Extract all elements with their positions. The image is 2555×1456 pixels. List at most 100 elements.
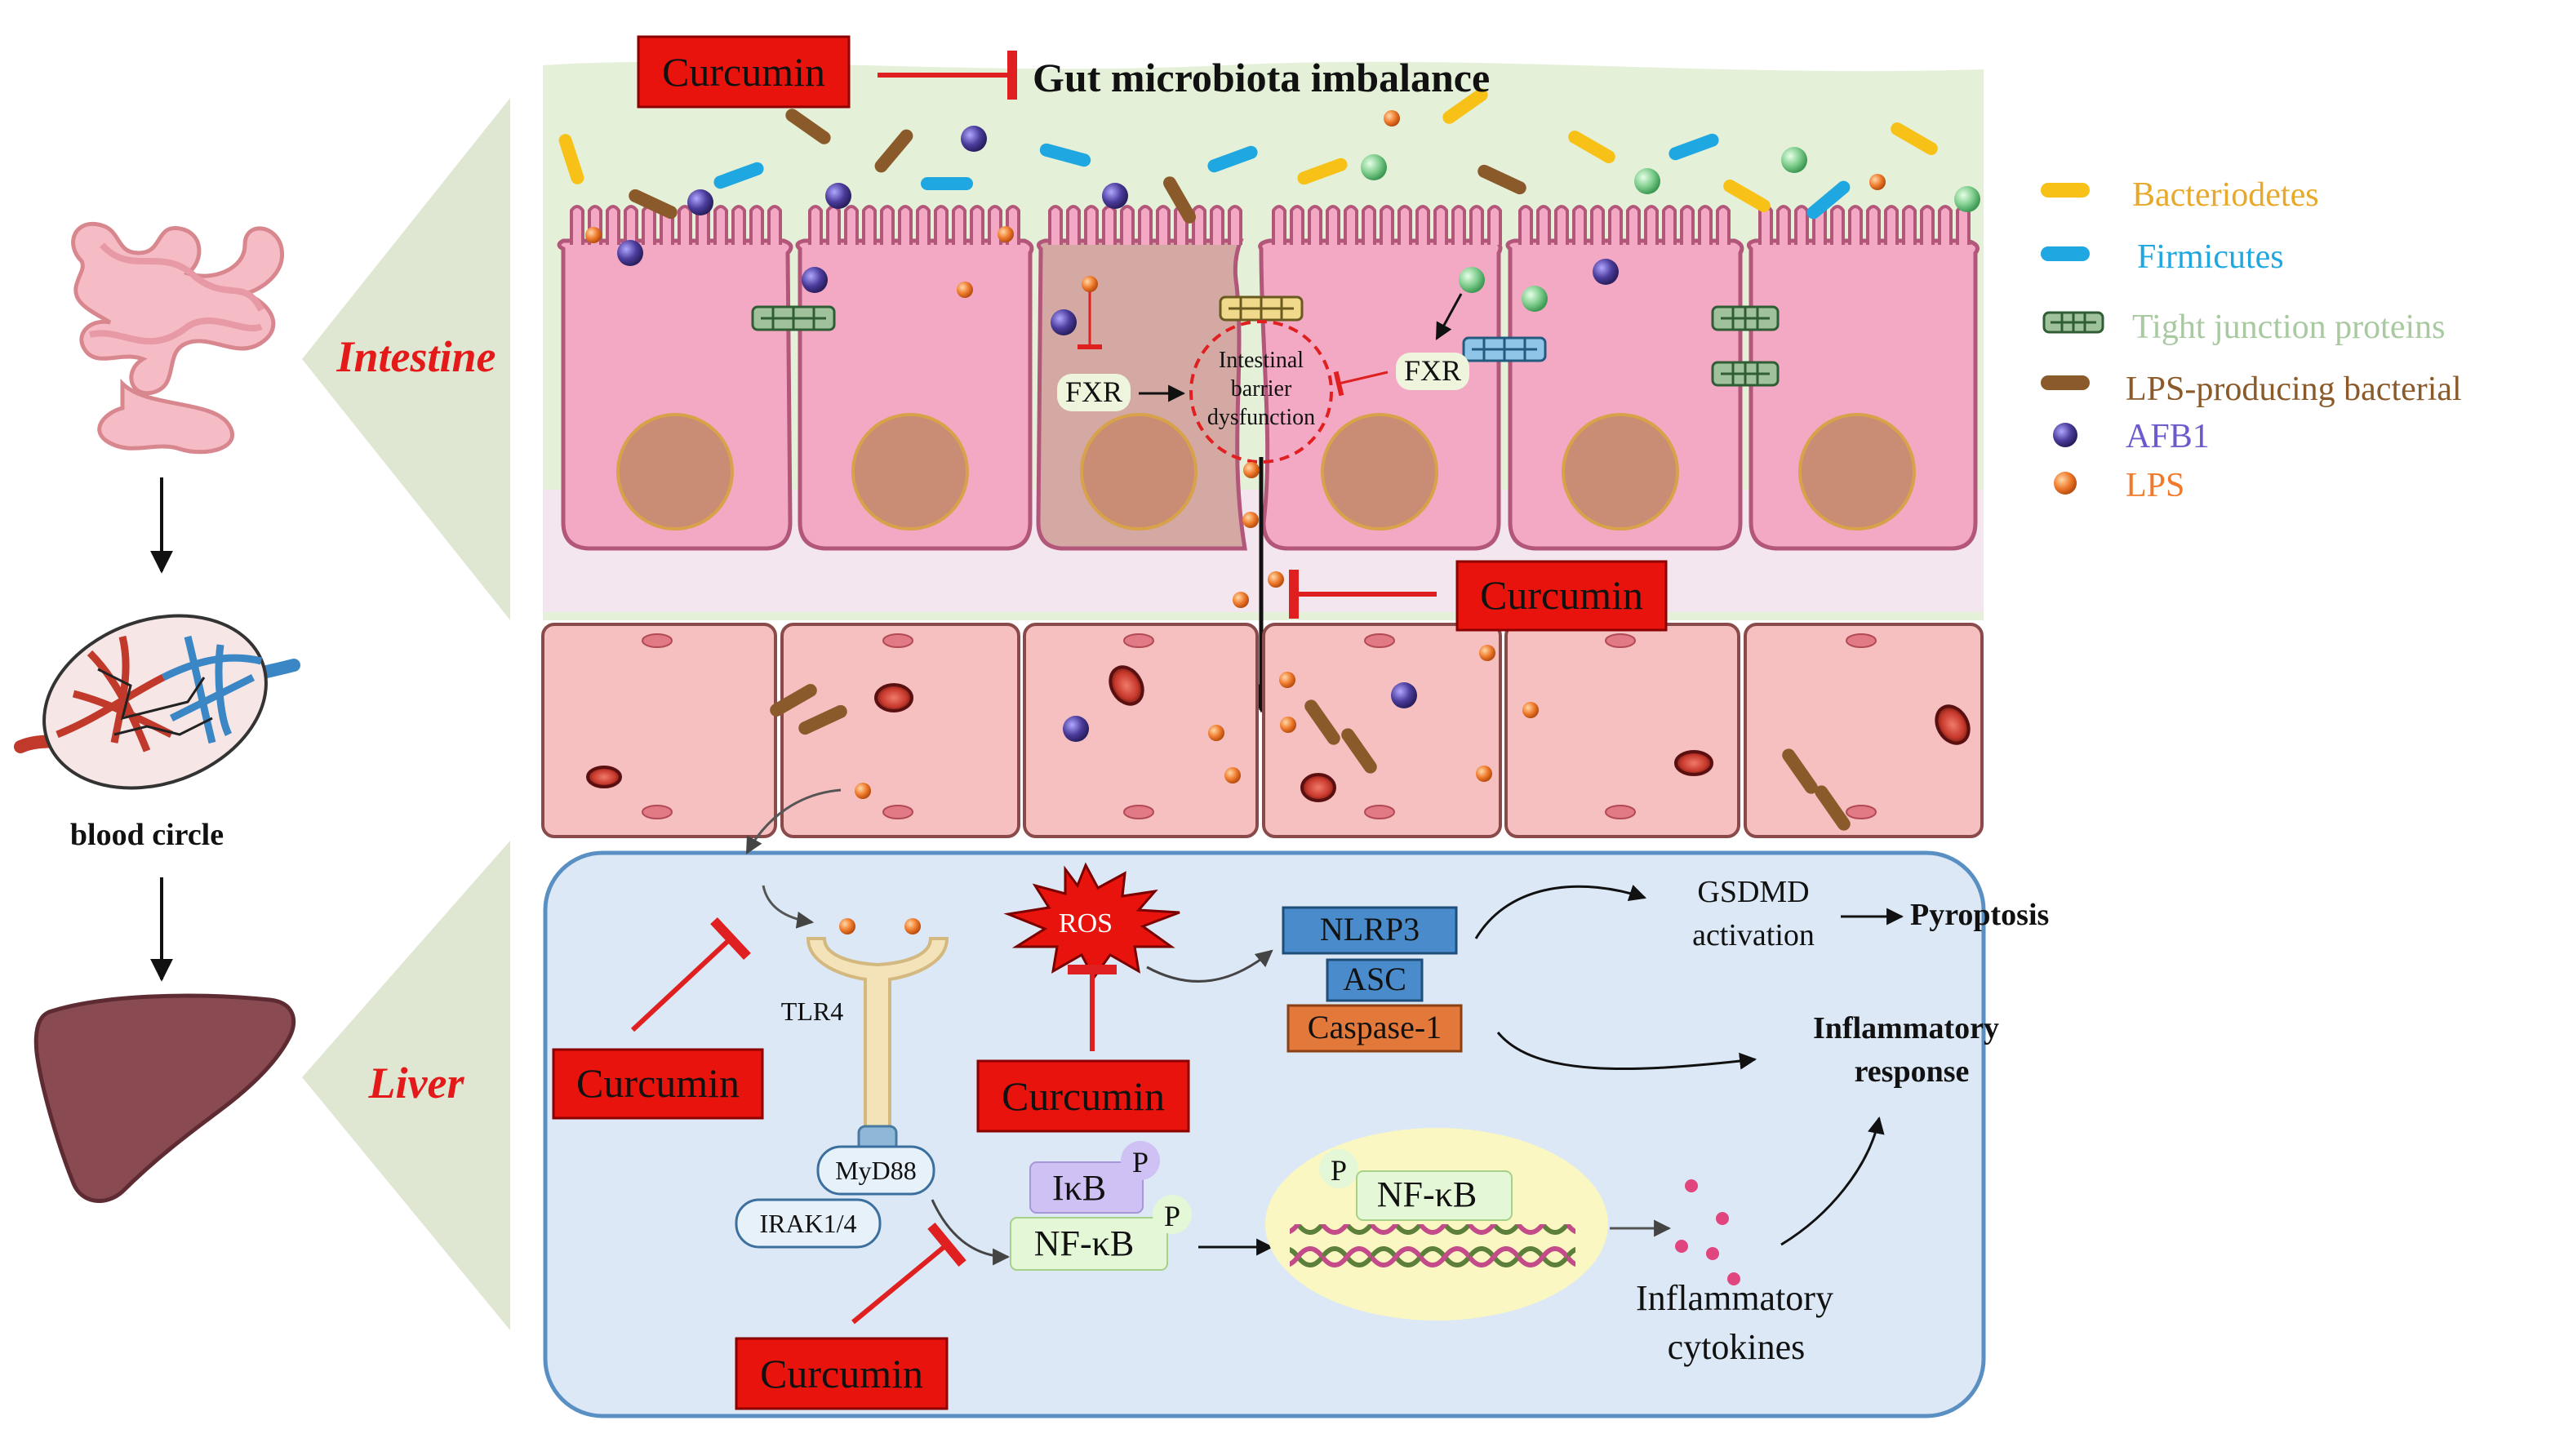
blood-circle-label: blood circle — [70, 818, 224, 852]
caspase-label: Caspase-1 — [1308, 1009, 1442, 1045]
tight-junction-icon — [1711, 305, 1780, 331]
inflammatory-response-line-2: response — [1855, 1054, 1970, 1089]
nucleus-nfkb-phospho-label: P — [1331, 1154, 1347, 1187]
pyroptosis-label: Pyroptosis — [1910, 898, 2049, 932]
fxr-left-label: FXR — [1065, 375, 1122, 408]
nfkb-box — [1010, 1217, 1168, 1271]
microvillus — [1066, 205, 1081, 245]
bile-acid-particle — [1459, 267, 1485, 293]
cytokines-to-inflammatory-arrow — [1780, 1116, 1885, 1246]
bacterium-rod — [1207, 145, 1258, 173]
myd88-label: MyD88 — [835, 1156, 917, 1185]
microvillus — [1210, 205, 1224, 245]
microvillus — [1848, 205, 1863, 245]
microvillus — [678, 205, 692, 245]
lps-particle — [1268, 571, 1284, 588]
curcumin-tlr4-label: Curcumin — [576, 1060, 740, 1106]
ikb-phospho-badge — [1121, 1141, 1160, 1180]
nucleus-nfkb-phospho-badge — [1319, 1149, 1358, 1188]
tight-junction-icons — [751, 295, 1780, 387]
caspase-box — [1286, 1004, 1463, 1053]
microvillus — [1308, 205, 1322, 245]
microvillus — [844, 205, 859, 245]
microvillus — [1830, 205, 1845, 245]
nlrp3-label: NLRP3 — [1320, 911, 1420, 948]
liver-label: Liver — [368, 1059, 465, 1108]
curcumin-gut-box — [637, 35, 851, 109]
legend-swatch-lps-bacteria — [2041, 375, 2090, 390]
lps-particle — [1208, 725, 1224, 741]
bacterium-rod — [1891, 122, 1938, 155]
lps-particle — [1384, 110, 1400, 127]
bacterium-rod — [1782, 748, 1818, 794]
microvillus — [1433, 205, 1448, 245]
legend-label-firmicutes: Firmicutes — [2137, 238, 2284, 276]
bile-acid-particle — [1954, 186, 1980, 212]
small-intestine-icon — [71, 222, 284, 455]
microvillus — [1362, 205, 1376, 245]
microvillus — [767, 205, 782, 245]
gut-particles — [585, 110, 1980, 799]
asc-box — [1326, 958, 1424, 1002]
bacterium-rod — [629, 189, 678, 220]
tlr4-receptor — [806, 937, 949, 1152]
legend-label-bacteriodetes: Bacteriodetes — [2132, 176, 2319, 214]
lps-particle — [998, 226, 1014, 242]
microvillus — [1469, 205, 1484, 245]
liver-cone — [302, 841, 510, 1330]
microvillus — [952, 205, 966, 245]
cytokines-line-1: Inflammatory — [1636, 1278, 1833, 1318]
gut-imbalance-title: Gut microbiota imbalance — [1033, 55, 1490, 100]
curcumin-ros-label: Curcumin — [1002, 1073, 1165, 1119]
microvillus — [1920, 205, 1935, 245]
intestine-cone — [302, 98, 510, 620]
afb1-particle — [802, 267, 828, 293]
microvillus — [1102, 205, 1117, 245]
microvillus — [1048, 205, 1063, 245]
liver-icon — [33, 993, 296, 1203]
lps-particle — [1243, 462, 1260, 478]
lps-particle — [1522, 702, 1539, 718]
afb1-particle — [1063, 716, 1089, 742]
microvillus — [1536, 205, 1551, 245]
bacterium-rod — [558, 134, 584, 184]
microvillus — [1380, 205, 1394, 245]
lps-particle — [1479, 645, 1495, 661]
cell-nuclei — [616, 413, 1916, 530]
microvillus — [1776, 205, 1791, 245]
tight-junction-icon — [1462, 336, 1547, 362]
intestine-label: Intestine — [335, 332, 495, 381]
microvillus — [1272, 205, 1286, 245]
nfkb-phospho-label: P — [1164, 1200, 1180, 1232]
asc-label: ASC — [1343, 961, 1406, 997]
microvillus — [713, 205, 728, 245]
bile-acid-particle — [1522, 286, 1548, 312]
tight-junction-icon — [1219, 295, 1304, 322]
afb1-particle — [1051, 309, 1077, 335]
afb1-particle — [617, 240, 643, 266]
tight-junction-icon — [751, 305, 836, 331]
bacterium-rod — [713, 162, 764, 189]
curcumin-barrier-box — [1455, 560, 1668, 632]
microvillus — [1884, 205, 1899, 245]
barrier-line-1: Intestinal — [1219, 348, 1304, 373]
legend-label-afb1: AFB1 — [2126, 418, 2210, 455]
microvillus — [1487, 205, 1502, 245]
organ-column: blood circle — [14, 222, 300, 1203]
microvillus — [1156, 205, 1171, 245]
ros-label: ROS — [1059, 908, 1113, 939]
dna-helix — [1290, 1224, 1575, 1276]
microvillus — [1572, 205, 1587, 245]
cytokine-dots — [1675, 1179, 1740, 1285]
bacterium-rod — [1669, 133, 1719, 161]
lps-particle — [1869, 174, 1886, 190]
afb1-particle — [687, 189, 713, 215]
tight-junction-icon — [1711, 361, 1780, 387]
microvillus — [1758, 205, 1773, 245]
nfkb-phospho-badge — [1153, 1195, 1192, 1234]
microvillus — [570, 205, 584, 245]
lps-particle — [1224, 767, 1241, 783]
nucleus-nfkb-box — [1356, 1170, 1513, 1221]
microvillus — [1415, 205, 1430, 245]
